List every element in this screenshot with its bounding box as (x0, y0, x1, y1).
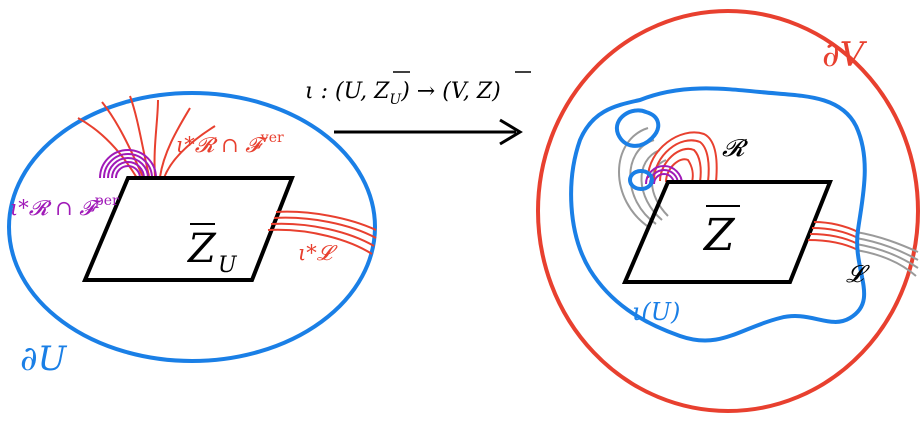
L-lines (807, 221, 859, 251)
iR-per-label: ι*𝓡 ∩ 𝓕per (10, 193, 119, 220)
image-U-curve (569, 86, 867, 343)
svg-text:Z: Z (186, 226, 217, 272)
iL-lines (267, 210, 377, 255)
map-label: ι : (U, ZU) → (V, Z) (305, 71, 531, 108)
iL-label: ι*𝓛 (298, 241, 338, 265)
R-label: 𝓡 (722, 134, 749, 162)
L-label: 𝓛 (846, 260, 870, 288)
zone-ZU-label: Z U (186, 223, 238, 278)
boundary-V-label: ∂V (822, 35, 868, 75)
svg-text:Z: Z (702, 210, 736, 261)
image-U-small-loop (628, 169, 654, 191)
gray-curves (618, 127, 919, 277)
boundary-U-ellipse (7, 91, 377, 363)
image-U-label: ι(U) (632, 298, 680, 326)
boundary-V-ellipse (536, 9, 920, 413)
svg-text:U: U (218, 253, 238, 278)
svg-text:ι : (U, ZU) → (V, Z): ι : (U, ZU) → (V, Z) (305, 79, 501, 108)
iR-ver-label: ι*𝓡 ∩ 𝓕ver (176, 130, 284, 157)
zone-Z-label: Z (702, 205, 740, 261)
zone-ZU-parallelogram (81, 176, 295, 282)
zone-Z-parallelogram (621, 180, 833, 284)
image-U-blob (614, 108, 661, 148)
left-panel: ι*𝓡 ∩ 𝓕ver ι*𝓡 ∩ 𝓕per ι*𝓛 Z U ∂U (7, 91, 377, 379)
map-arrow: ι : (U, ZU) → (V, Z) (305, 71, 531, 146)
iR-per-arcs (99, 149, 157, 179)
boundary-U-label: ∂U (20, 339, 68, 379)
right-panel: 𝓡 Z 𝓛 ι(U) ∂V (536, 9, 920, 413)
